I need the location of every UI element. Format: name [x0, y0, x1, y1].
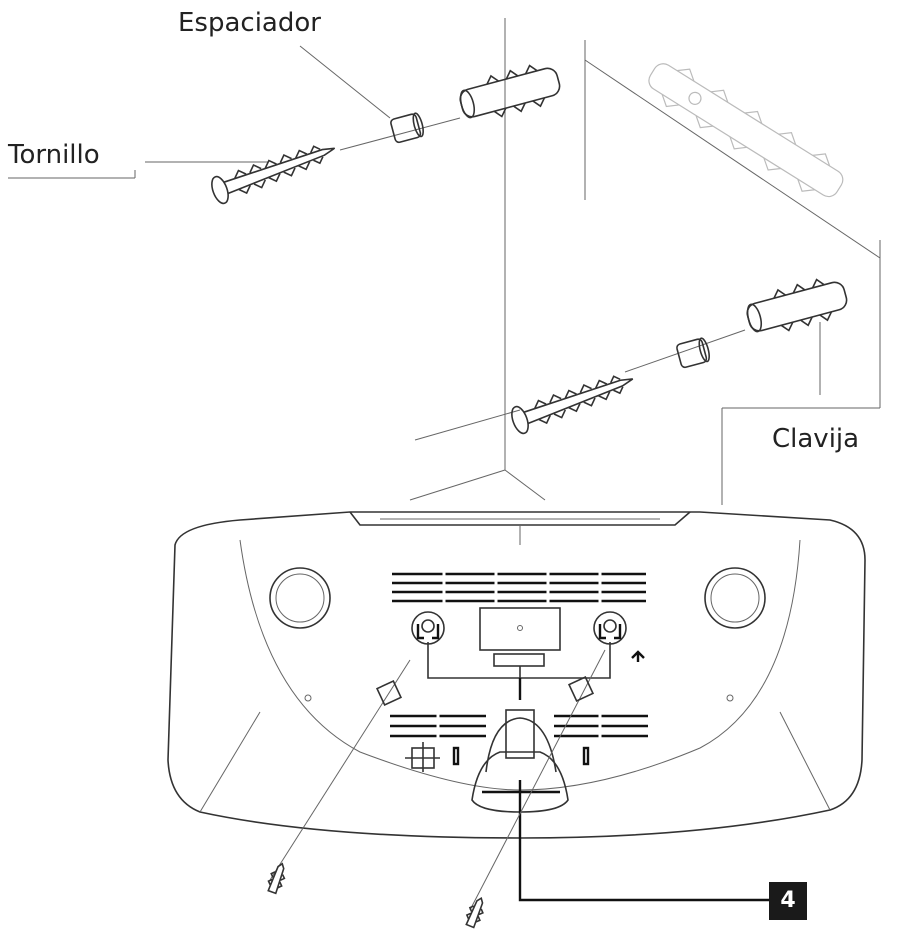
callout-number-badge: 4: [769, 882, 807, 920]
perspective-guides: [409, 18, 881, 505]
top-spacer-icon: [390, 112, 424, 144]
top-screw-icon: [211, 145, 336, 205]
top-plug-icon: [459, 64, 561, 119]
lower-right-screw-assembly: [465, 649, 606, 929]
upper-vent-grille: [392, 570, 646, 606]
middle-plug-icon: [746, 278, 848, 333]
lower-left-vent-grille: [390, 712, 486, 740]
lower-left-screw-assembly: [267, 659, 411, 895]
right-keyhole-mount: [593, 611, 627, 645]
lower-left-screw-icon: [267, 862, 286, 895]
left-keyhole-mount: [411, 611, 445, 645]
plug-label: Clavija: [772, 424, 860, 454]
middle-screw-icon: [511, 375, 634, 435]
middle-screw-assembly: [414, 278, 848, 441]
lower-right-screw-icon: [465, 896, 484, 929]
spacer-label: Espaciador: [178, 8, 321, 38]
lower-right-vent-grille: [554, 712, 648, 740]
ghost-plug: [648, 63, 844, 198]
top-screw-assembly: [211, 64, 561, 205]
screw-label: Tornillo: [8, 140, 100, 170]
device-body: [167, 511, 866, 902]
middle-spacer-icon: [676, 337, 710, 369]
label-leaders: [8, 45, 821, 395]
